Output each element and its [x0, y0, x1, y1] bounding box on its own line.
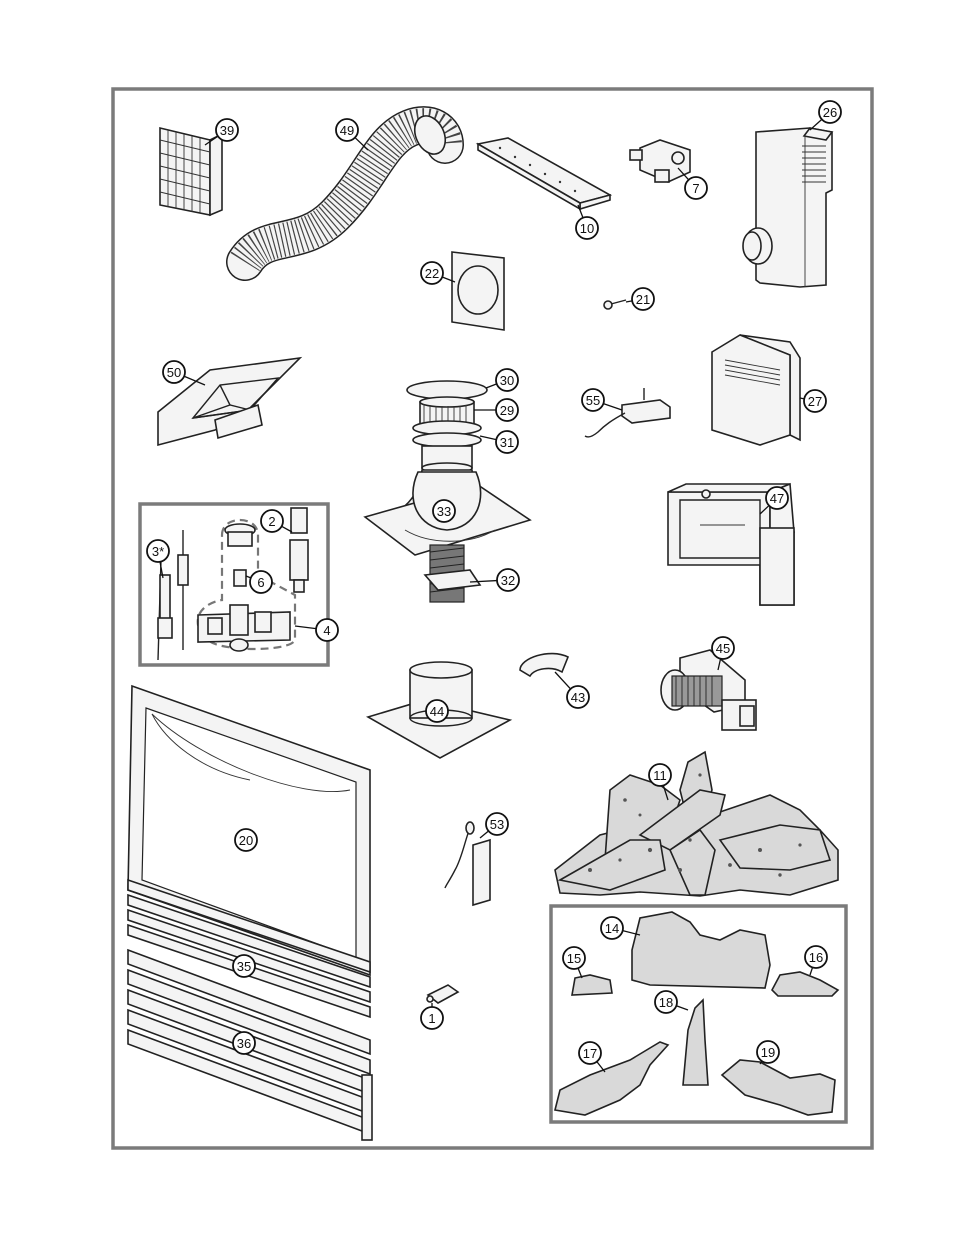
callout-number: 11 [653, 768, 667, 783]
callout-number: 10 [580, 221, 594, 236]
callout-22: 22 [421, 262, 443, 284]
callout-number: 2 [268, 514, 275, 529]
leader-18 [676, 1006, 688, 1010]
callout-30: 30 [496, 369, 518, 391]
callout-44: 44 [426, 700, 448, 722]
callout-number: 7 [692, 181, 699, 196]
callout-29: 29 [496, 399, 518, 421]
callout-number: 18 [659, 995, 673, 1010]
callout-number: 31 [500, 435, 514, 450]
callout-number: 47 [770, 491, 784, 506]
part-burner-tray [478, 138, 610, 209]
part-vent-terminal [743, 128, 832, 287]
callout-number: 43 [571, 690, 585, 705]
callout-number: 14 [605, 921, 619, 936]
callout-17: 17 [579, 1042, 601, 1064]
callout-16: 16 [805, 946, 827, 968]
part-log-16 [772, 972, 838, 996]
callout-number: 15 [567, 951, 581, 966]
part-log-set [555, 752, 838, 896]
part-screw [604, 300, 626, 309]
callout-2: 2 [261, 510, 283, 532]
callout-10: 10 [576, 217, 598, 239]
part-mesh-guard [160, 128, 222, 215]
callout-number: 22 [425, 266, 439, 281]
callout-31: 31 [496, 431, 518, 453]
callout-19: 19 [757, 1041, 779, 1063]
callout-number: 6 [257, 575, 264, 590]
callout-53: 53 [486, 813, 508, 835]
callout-number: 3* [152, 544, 164, 559]
part-sensor-bracket [445, 822, 490, 905]
callout-47: 47 [766, 487, 788, 509]
part-pilot-assembly [158, 508, 308, 660]
callout-number: 53 [490, 817, 504, 832]
part-wall-plate [452, 252, 504, 330]
callout-number: 16 [809, 950, 823, 965]
callout-number: 21 [636, 292, 650, 307]
callout-39: 39 [216, 119, 238, 141]
callout-number: 26 [823, 105, 837, 120]
callout-7: 7 [685, 177, 707, 199]
callout-3: 3* [147, 540, 169, 562]
leader-53 [480, 831, 489, 838]
leader-30 [486, 384, 497, 388]
callout-6: 6 [250, 571, 272, 593]
callout-number: 1 [428, 1011, 435, 1026]
callout-number: 17 [583, 1046, 597, 1061]
callout-number: 39 [220, 123, 234, 138]
callout-number: 4 [323, 623, 330, 638]
callout-number: 55 [586, 393, 600, 408]
part-gas-valve [630, 140, 690, 182]
callout-number: 30 [500, 373, 514, 388]
part-log-17 [555, 1042, 668, 1115]
callout-number: 50 [167, 365, 181, 380]
callout-55: 55 [582, 389, 604, 411]
callout-33: 33 [433, 500, 455, 522]
callout-number: 36 [237, 1036, 251, 1051]
callout-27: 27 [804, 390, 826, 412]
callout-number: 20 [239, 833, 253, 848]
part-blower [661, 650, 756, 730]
leader-4 [295, 626, 316, 629]
callout-45: 45 [712, 637, 734, 659]
callout-49: 49 [336, 119, 358, 141]
callout-35: 35 [233, 955, 255, 977]
callout-26: 26 [819, 101, 841, 123]
part-log-15 [572, 975, 612, 995]
part-igniter-fitting [427, 985, 458, 1003]
callout-number: 49 [340, 123, 354, 138]
callout-4: 4 [316, 619, 338, 641]
leader-55 [603, 404, 622, 410]
part-log-19 [722, 1060, 835, 1115]
callout-50: 50 [163, 361, 185, 383]
callout-43: 43 [567, 686, 589, 708]
leader-31 [480, 436, 496, 440]
callout-number: 35 [237, 959, 251, 974]
callout-32: 32 [497, 569, 519, 591]
callout-number: 19 [761, 1045, 775, 1060]
callout-1: 1 [421, 1007, 443, 1029]
callout-18: 18 [655, 991, 677, 1013]
callout-number: 44 [430, 704, 444, 719]
part-log-14 [632, 912, 770, 988]
leader-43 [555, 672, 571, 689]
leader-16 [810, 967, 813, 975]
callout-36: 36 [233, 1032, 255, 1054]
callout-21: 21 [632, 288, 654, 310]
callout-number: 27 [808, 394, 822, 409]
callout-20: 20 [235, 829, 257, 851]
leader-21 [626, 301, 632, 302]
callout-number: 32 [501, 573, 515, 588]
callout-11: 11 [649, 764, 671, 786]
callout-15: 15 [563, 947, 585, 969]
part-collar-ring [520, 654, 568, 676]
callout-number: 45 [716, 641, 730, 656]
part-log-18 [683, 1000, 708, 1085]
callout-14: 14 [601, 917, 623, 939]
part-vent-box [712, 335, 800, 445]
callout-number: 29 [500, 403, 514, 418]
callout-number: 33 [437, 504, 451, 519]
